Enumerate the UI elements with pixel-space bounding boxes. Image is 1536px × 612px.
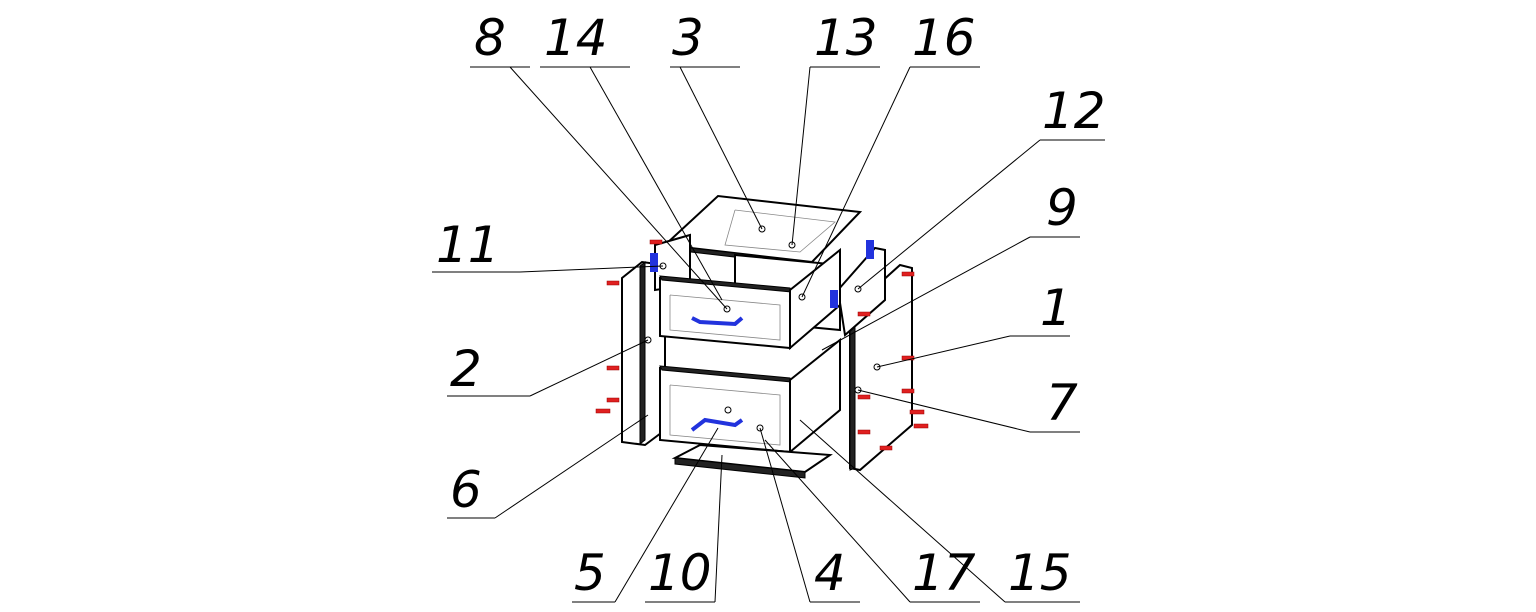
upper-drawer-side xyxy=(789,247,841,351)
callout-1: 1 xyxy=(1040,279,1072,337)
leader-line-16 xyxy=(801,66,911,298)
callout-2: 2 xyxy=(450,340,482,398)
callout-7: 7 xyxy=(1046,374,1078,432)
upper-drawer-handle xyxy=(691,316,744,327)
leader-line-14 xyxy=(589,66,723,301)
leader-line-4 xyxy=(759,427,811,603)
leader-line-17 xyxy=(764,439,911,603)
callout-16: 16 xyxy=(912,9,976,67)
lower-drawer-handle xyxy=(690,417,744,432)
lower-drawer-side xyxy=(789,337,841,455)
callout-15: 15 xyxy=(1008,544,1072,602)
leader-line-9 xyxy=(821,236,1031,351)
callout-6: 6 xyxy=(450,461,482,519)
callout-17: 17 xyxy=(912,544,976,602)
leader-line-3 xyxy=(679,66,763,230)
callout-11: 11 xyxy=(436,216,500,274)
leader-line-13 xyxy=(791,66,811,246)
callout-12: 12 xyxy=(1042,82,1106,140)
leader-line-10 xyxy=(714,454,723,603)
leader-line-5 xyxy=(614,427,719,603)
callout-10: 10 xyxy=(648,544,712,602)
leader-lines xyxy=(432,66,1105,603)
leader-line-6 xyxy=(494,414,649,519)
leader-line-7 xyxy=(857,389,1031,433)
screws xyxy=(595,239,929,451)
left-side-edge xyxy=(639,260,646,446)
callout-14: 14 xyxy=(544,9,608,67)
callout-labels: 8 14 3 13 16 12 9 11 1 2 7 6 5 10 4 17 1… xyxy=(436,9,1106,602)
leader-line-11 xyxy=(519,265,664,273)
callout-3: 3 xyxy=(672,9,704,67)
right-bracket xyxy=(866,240,874,259)
leader-line-15 xyxy=(799,419,1006,603)
leader-line-8 xyxy=(509,66,728,310)
leader-line-12 xyxy=(857,139,1041,290)
callout-13: 13 xyxy=(814,9,878,67)
callout-9: 9 xyxy=(1046,179,1078,237)
mid-bracket xyxy=(830,290,838,308)
callout-8: 8 xyxy=(474,9,506,67)
callout-4: 4 xyxy=(814,544,846,602)
left-bracket xyxy=(650,253,658,272)
cabinet-parts xyxy=(595,194,929,479)
leader-line-2 xyxy=(529,339,649,397)
callout-5: 5 xyxy=(574,544,606,602)
leader-line-1 xyxy=(876,335,1011,368)
